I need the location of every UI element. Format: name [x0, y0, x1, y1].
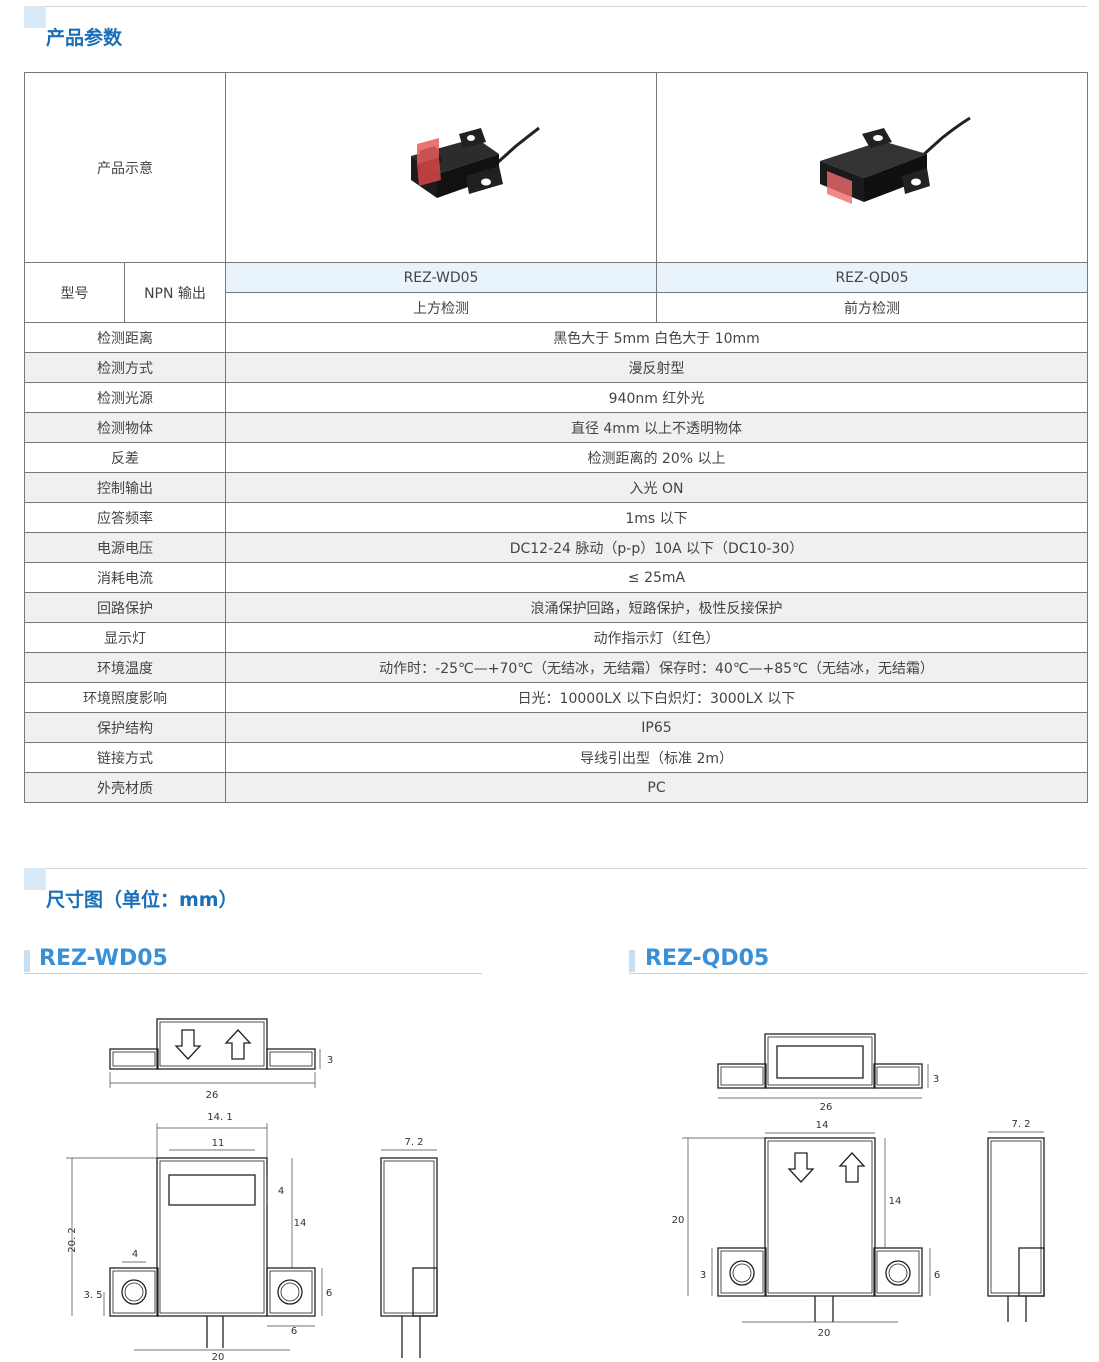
- spec-value: 漫反射型: [225, 352, 1088, 383]
- spec-row: 环境照度影响日光：10000LX 以下白炽灯：3000LX 以下: [24, 682, 1088, 713]
- dim-w141: 14. 1: [207, 1112, 232, 1123]
- spec-value: 导线引出型（标准 2m）: [225, 742, 1088, 773]
- spec-row: 链接方式导线引出型（标准 2m）: [24, 742, 1088, 773]
- section-header-dimensions: 尺寸图（单位：mm）: [24, 868, 1087, 918]
- model-title-bar: [629, 950, 635, 972]
- dim-h202: 20. 2: [67, 1227, 78, 1252]
- image-row-label: 产品示意: [24, 72, 226, 263]
- spec-label: 检测距离: [24, 322, 226, 353]
- spec-value: 日光：10000LX 以下白炽灯：3000LX 以下: [225, 682, 1088, 713]
- product-image-qd05: [656, 72, 1088, 263]
- dim-w6: 6: [291, 1326, 297, 1337]
- dim-h20: 20: [672, 1215, 685, 1226]
- section-header-params: 产品参数: [24, 6, 1087, 56]
- dim-w4: 4: [132, 1249, 138, 1260]
- spec-label: 检测方式: [24, 352, 226, 383]
- spec-row: 回路保护浪涌保护回路，短路保护，极性反接保护: [24, 592, 1088, 623]
- dim-h6: 6: [934, 1270, 940, 1281]
- dim-top-width: 26: [206, 1090, 219, 1101]
- spec-row: 检测距离黑色大于 5mm 白色大于 10mm: [24, 322, 1088, 353]
- spec-value: 黑色大于 5mm 白色大于 10mm: [225, 322, 1088, 353]
- spec-row: 显示灯动作指示灯（红色）: [24, 622, 1088, 653]
- dim-w11: 11: [212, 1138, 225, 1149]
- detect-dir-qd05: 前方检测: [656, 292, 1088, 323]
- spec-row: 反差检测距离的 20% 以上: [24, 442, 1088, 473]
- dim-h14: 14: [889, 1196, 902, 1207]
- spec-value: ≤ 25mA: [225, 562, 1088, 593]
- spec-value: 入光 ON: [225, 472, 1088, 503]
- dim-side-w: 7. 2: [404, 1137, 423, 1148]
- npn-label: NPN 输出: [124, 262, 226, 323]
- spec-value: DC12-24 脉动（p-p）10A 以下（DC10-30）: [225, 532, 1088, 563]
- spec-label: 电源电压: [24, 532, 226, 563]
- spec-row: 消耗电流≤ 25mA: [24, 562, 1088, 593]
- model-qd05: REZ-QD05: [656, 262, 1088, 293]
- dim-side-w: 7. 2: [1011, 1119, 1030, 1130]
- spec-value: 动作时：-25℃—+70℃（无结冰，无结霜）保存时：40℃—+85℃（无结冰，无…: [225, 652, 1088, 683]
- dim-h3: 3: [700, 1270, 706, 1281]
- spec-label: 控制输出: [24, 472, 226, 503]
- spec-label: 回路保护: [24, 592, 226, 623]
- spec-value: 检测距离的 20% 以上: [225, 442, 1088, 473]
- spec-value: 1ms 以下: [225, 502, 1088, 533]
- product-image-wd05: [225, 72, 657, 263]
- spec-value: 动作指示灯（红色）: [225, 622, 1088, 653]
- spec-table: 产品示意: [24, 72, 1088, 803]
- model-title-bar: [24, 950, 30, 972]
- divider: [24, 868, 1087, 869]
- spec-label: 环境温度: [24, 652, 226, 683]
- spec-label: 环境照度影响: [24, 682, 226, 713]
- dimension-drawing-wd05: 26 3 14. 1 11 20. 2 4 14 4 3. 5 6 6 20 7…: [66, 1018, 438, 1362]
- sensor-qd05-image: [820, 116, 971, 204]
- spec-value: 940nm 红外光: [225, 382, 1088, 413]
- dim-w20: 20: [818, 1328, 831, 1339]
- spec-label: 显示灯: [24, 622, 226, 653]
- dim-h6: 6: [326, 1288, 332, 1299]
- detect-dir-wd05: 上方检测: [225, 292, 657, 323]
- dimension-drawing-qd05: 26 3 14 20 14 3 6 20 7. 2: [672, 1033, 1045, 1339]
- spec-row: 控制输出入光 ON: [24, 472, 1088, 503]
- spec-label: 保护结构: [24, 712, 226, 743]
- dim-h35: 3. 5: [83, 1290, 102, 1301]
- spec-row: 检测物体直径 4mm 以上不透明物体: [24, 412, 1088, 443]
- title-underline: [24, 973, 482, 974]
- spec-label: 消耗电流: [24, 562, 226, 593]
- header-accent-block: [24, 868, 46, 890]
- dim-w20: 20: [212, 1352, 225, 1362]
- spec-row: 环境温度动作时：-25℃—+70℃（无结冰，无结霜）保存时：40℃—+85℃（无…: [24, 652, 1088, 683]
- spec-label: 外壳材质: [24, 772, 226, 803]
- spec-label: 应答频率: [24, 502, 226, 533]
- dim-top-h: 3: [327, 1055, 333, 1066]
- model-label: 型号: [24, 262, 125, 323]
- title-underline: [629, 973, 1087, 974]
- sensor-wd05-image: [411, 126, 540, 198]
- model-wd05: REZ-WD05: [225, 262, 657, 293]
- spec-value: PC: [225, 772, 1088, 803]
- dim-w14: 14: [816, 1120, 829, 1131]
- spec-label: 反差: [24, 442, 226, 473]
- spec-label: 链接方式: [24, 742, 226, 773]
- drawing-title-qd05: REZ-QD05: [645, 946, 770, 971]
- header-accent-block: [24, 6, 46, 28]
- drawing-title-wd05: REZ-WD05: [39, 946, 168, 971]
- spec-label: 检测物体: [24, 412, 226, 443]
- spec-value: IP65: [225, 712, 1088, 743]
- spec-row: 检测方式漫反射型: [24, 352, 1088, 383]
- dim-top-h: 3: [933, 1074, 939, 1085]
- dim-top-width: 26: [820, 1102, 833, 1113]
- dim-h4: 4: [278, 1186, 284, 1197]
- spec-value: 浪涌保护回路，短路保护，极性反接保护: [225, 592, 1088, 623]
- spec-label: 检测光源: [24, 382, 226, 413]
- section-title: 尺寸图（单位：mm）: [46, 889, 238, 911]
- dim-h14: 14: [294, 1218, 307, 1229]
- spec-value: 直径 4mm 以上不透明物体: [225, 412, 1088, 443]
- divider: [24, 6, 1087, 7]
- section-title: 产品参数: [46, 27, 123, 49]
